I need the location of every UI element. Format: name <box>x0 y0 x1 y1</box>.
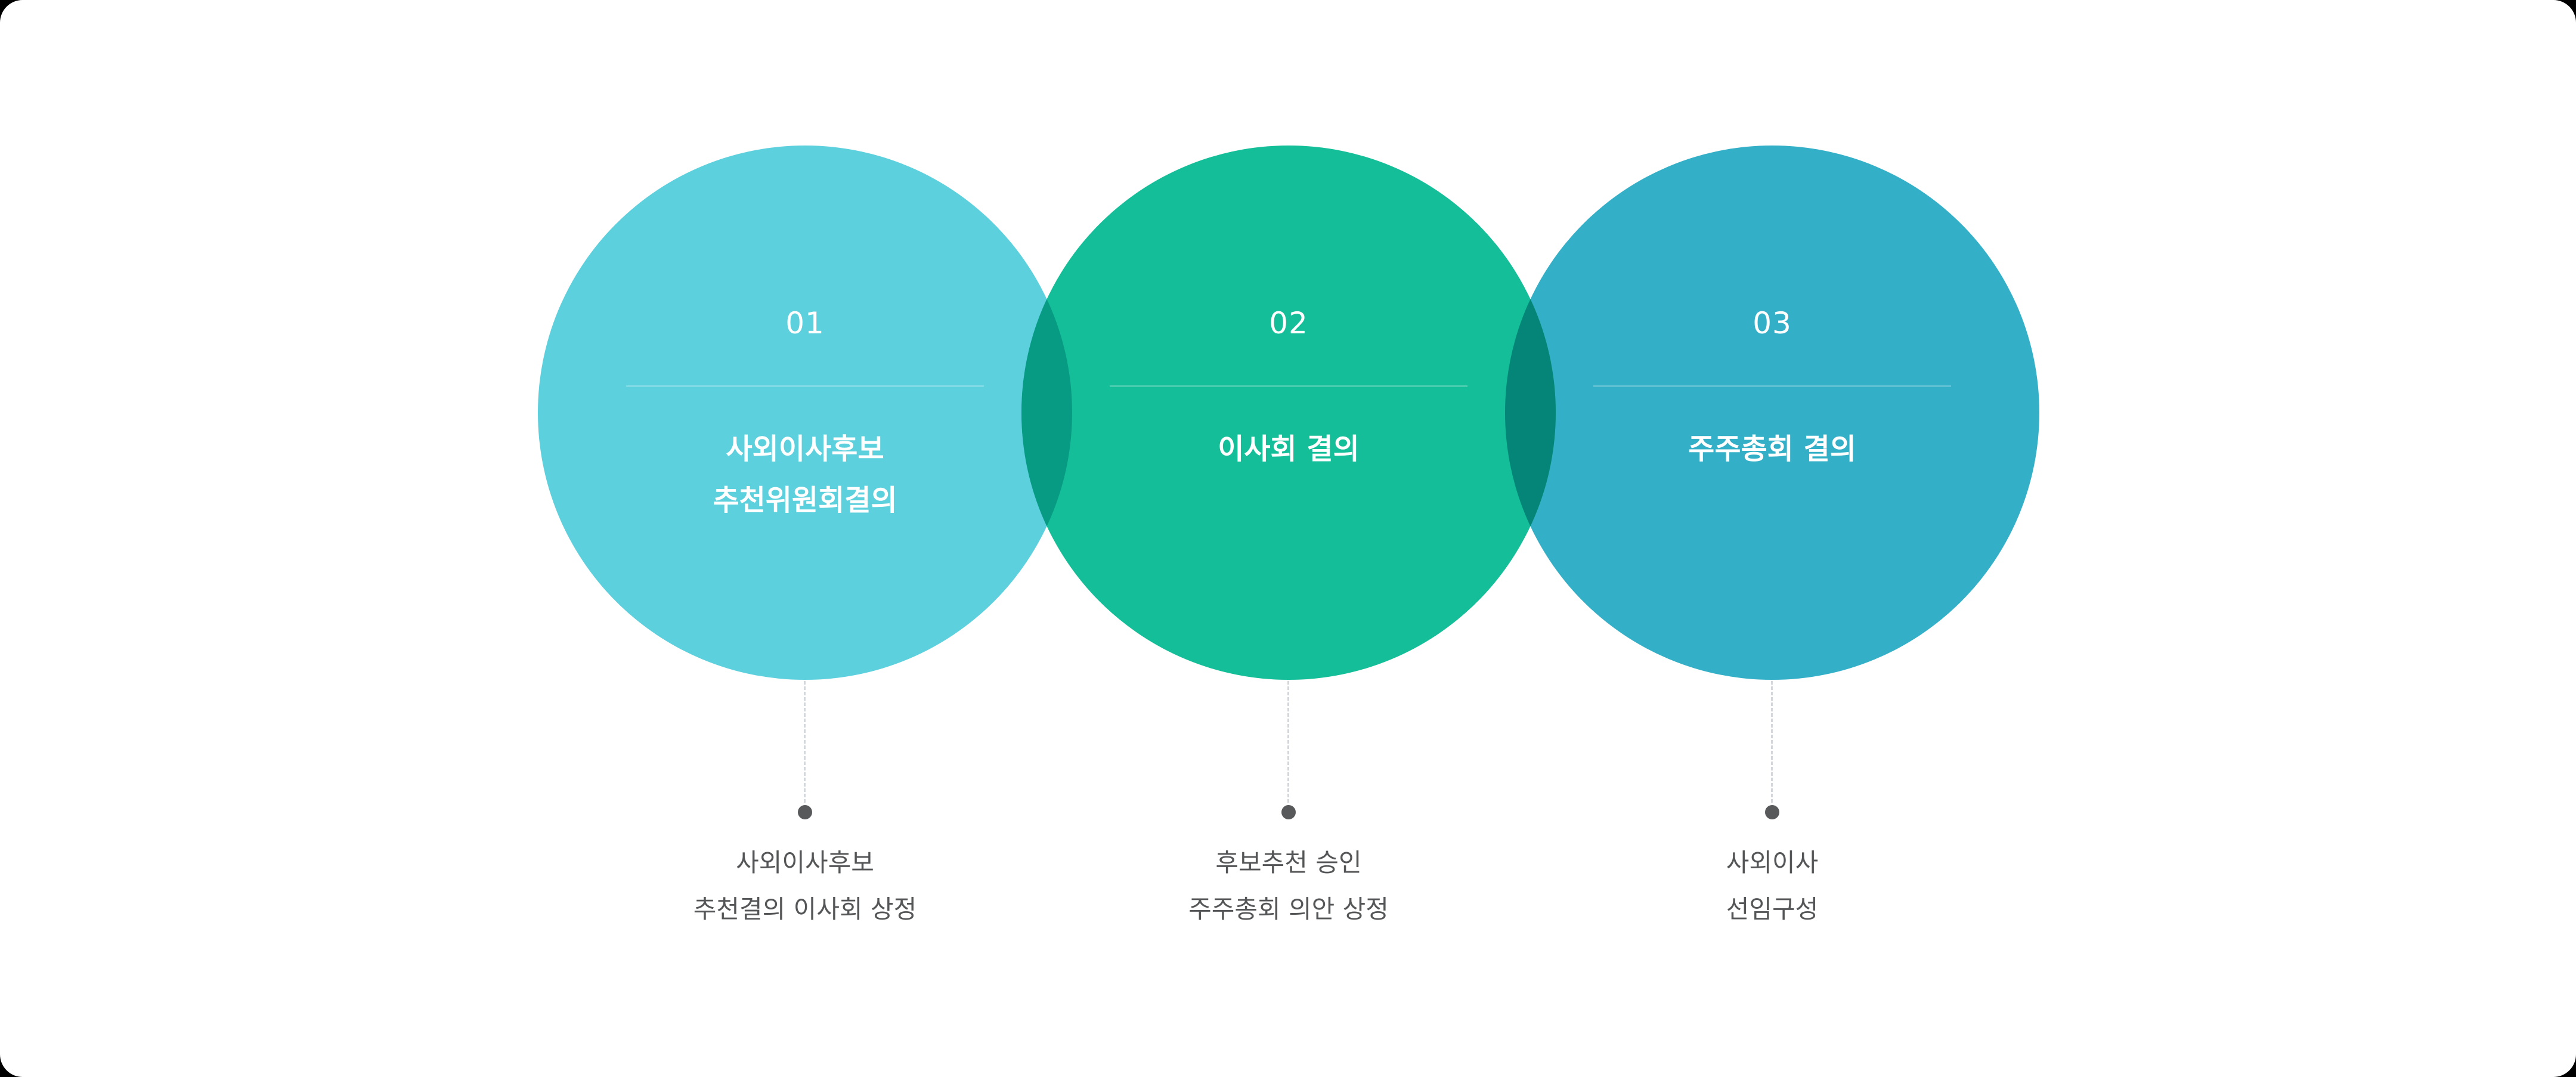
step-description-line: 선임구성 <box>1726 895 1819 924</box>
step-description-line: 후보추천 승인 <box>1215 848 1362 877</box>
circle-step-1 <box>538 146 1072 680</box>
step-divider <box>1593 385 1951 387</box>
step-title-line: 추천위원회결의 <box>713 484 897 517</box>
connector-dot-icon <box>798 805 812 819</box>
step-description-line: 사외이사후보 <box>736 848 874 877</box>
step-title: 사외이사후보 추천위원회결의 <box>561 423 1049 526</box>
step-title-line: 이사회 결의 <box>1218 432 1360 466</box>
circle-step-3 <box>1505 146 2039 680</box>
step-number: 02 <box>1269 306 1308 341</box>
step-description-line: 사외이사 <box>1726 848 1819 877</box>
step-number: 03 <box>1753 306 1792 341</box>
step-description: 사외이사 선임구성 <box>1528 840 2017 933</box>
step-description: 후보추천 승인 주주총회 의안 상정 <box>1044 840 1533 933</box>
dashed-connector <box>1771 681 1773 803</box>
dashed-connector <box>804 681 806 803</box>
step-description-line: 추천결의 이사회 상정 <box>693 895 917 924</box>
step-divider <box>626 385 984 387</box>
step-divider <box>1110 385 1467 387</box>
step-title-line: 사외이사후보 <box>726 432 884 466</box>
circle-step-2 <box>1021 146 1556 680</box>
dashed-connector <box>1287 681 1289 803</box>
step-title: 이사회 결의 <box>1044 423 1533 475</box>
step-1: 01 사외이사후보 추천위원회결의 사외이사후보 추천결의 이사회 상정 <box>561 0 1049 1077</box>
step-2: 02 이사회 결의 후보추천 승인 주주총회 의안 상정 <box>1044 0 1533 1077</box>
step-description-line: 주주총회 의안 상정 <box>1188 895 1389 924</box>
step-3: 03 주주총회 결의 사외이사 선임구성 <box>1528 0 2017 1077</box>
step-title-line: 주주총회 결의 <box>1688 432 1856 466</box>
step-description: 사외이사후보 추천결의 이사회 상정 <box>561 840 1049 933</box>
connector-dot-icon <box>1765 805 1779 819</box>
connector-dot-icon <box>1281 805 1296 819</box>
step-title: 주주총회 결의 <box>1528 423 2017 475</box>
step-number: 01 <box>785 306 825 341</box>
